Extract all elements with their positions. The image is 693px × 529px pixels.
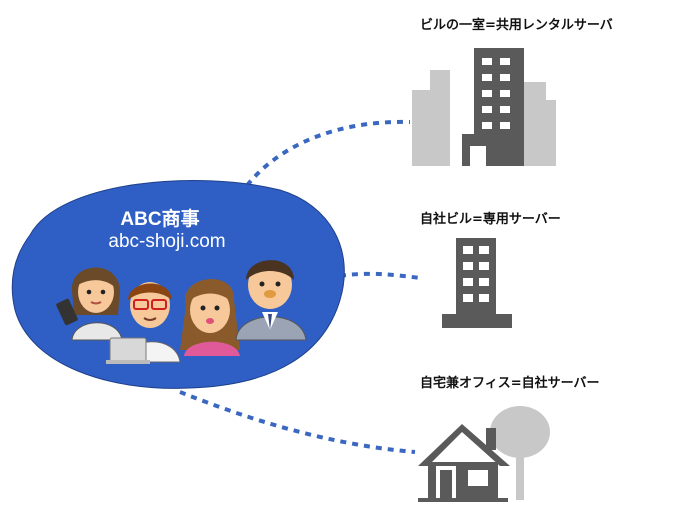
label-home-server: 自宅兼オフィス=自社サーバー [420, 376, 600, 391]
company-building-icon [442, 238, 512, 328]
company-domain: abc-shoji.com [108, 231, 226, 252]
connector-to-rental-server [238, 119, 411, 197]
staff-woman-phone [56, 267, 123, 341]
staff-man-suit [235, 260, 307, 341]
office-tower-icon [412, 48, 556, 166]
connector-lines [179, 119, 421, 454]
connector-to-home-server [179, 390, 416, 454]
staff-illustration [56, 260, 307, 364]
staff-woman-center [180, 279, 240, 356]
label-dedicated-server: 自社ビル=専用サーバー [420, 212, 561, 227]
label-rental-server: ビルの一室=共用レンタルサーバ [420, 18, 613, 33]
company-name: ABC商事 [120, 209, 200, 230]
connector-to-dedicated-server [339, 271, 421, 280]
house-with-tree-icon [418, 406, 550, 502]
staff-man-glasses [106, 282, 181, 364]
